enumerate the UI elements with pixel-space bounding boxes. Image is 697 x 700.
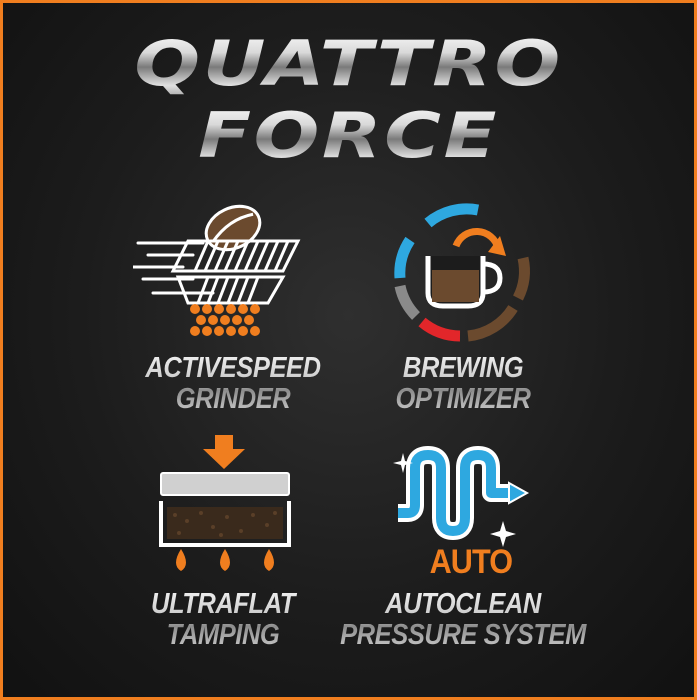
grinder-icon — [133, 204, 301, 336]
feature-label-brewing-optimizer: BREWING OPTIMIZER — [313, 353, 612, 415]
feature-label-line-1: AUTOCLEAN — [385, 588, 541, 620]
feature-label-line-2: OPTIMIZER — [395, 383, 531, 415]
feature-label-line-1: BREWING — [402, 352, 524, 384]
tamper-icon — [159, 435, 291, 571]
feature-label-line-2: PRESSURE SYSTEM — [340, 619, 586, 651]
auto-badge: AUTO — [429, 543, 513, 581]
title-line-2: FORCE — [3, 99, 694, 172]
cup-cycle-icon — [394, 203, 530, 342]
feature-label-autoclean-pressure-system: AUTOCLEAN PRESSURE SYSTEM — [313, 589, 612, 651]
title-line-1: QUATTRO — [3, 27, 694, 100]
pipe-clean-icon — [393, 446, 530, 547]
